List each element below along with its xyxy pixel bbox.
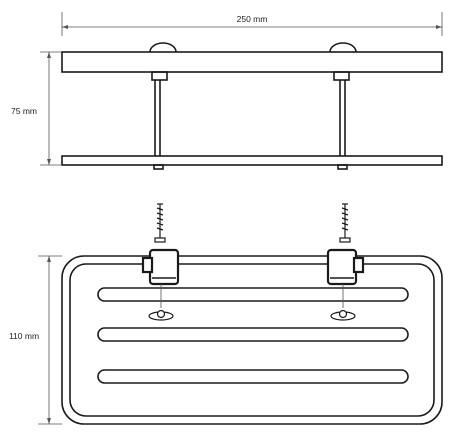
left-wall-mount <box>141 248 180 321</box>
depth-dimension: 110 mm <box>9 255 62 425</box>
front-top-bar <box>61 51 443 73</box>
tray-slot <box>97 369 409 384</box>
front-view <box>61 42 443 170</box>
plan-view <box>61 203 443 425</box>
width-label: 250 mm <box>237 14 268 24</box>
right-screw <box>339 203 351 243</box>
depth-label: 110 mm <box>9 331 39 341</box>
front-height-dimension: 75 mm <box>11 51 62 166</box>
front-right-bracket <box>329 42 357 170</box>
front-height-label: 75 mm <box>11 106 37 116</box>
width-dimension: 250 mm <box>61 12 443 36</box>
tray-outer <box>61 255 443 425</box>
front-left-bracket <box>149 42 177 170</box>
tray-slot <box>97 327 409 342</box>
front-bottom-bar <box>61 155 443 166</box>
left-screw <box>154 203 166 243</box>
tray-inner <box>69 263 435 417</box>
tray-slot <box>97 287 409 302</box>
right-wall-mount <box>326 248 365 321</box>
